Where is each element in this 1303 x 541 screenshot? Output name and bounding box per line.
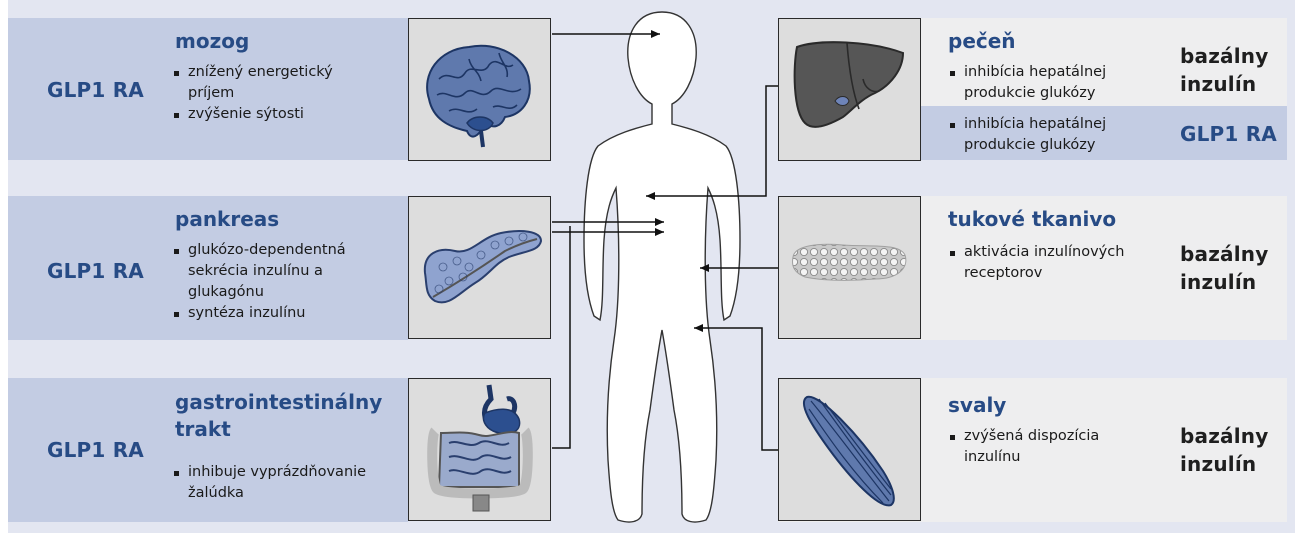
human-body-outline-icon xyxy=(584,12,740,522)
